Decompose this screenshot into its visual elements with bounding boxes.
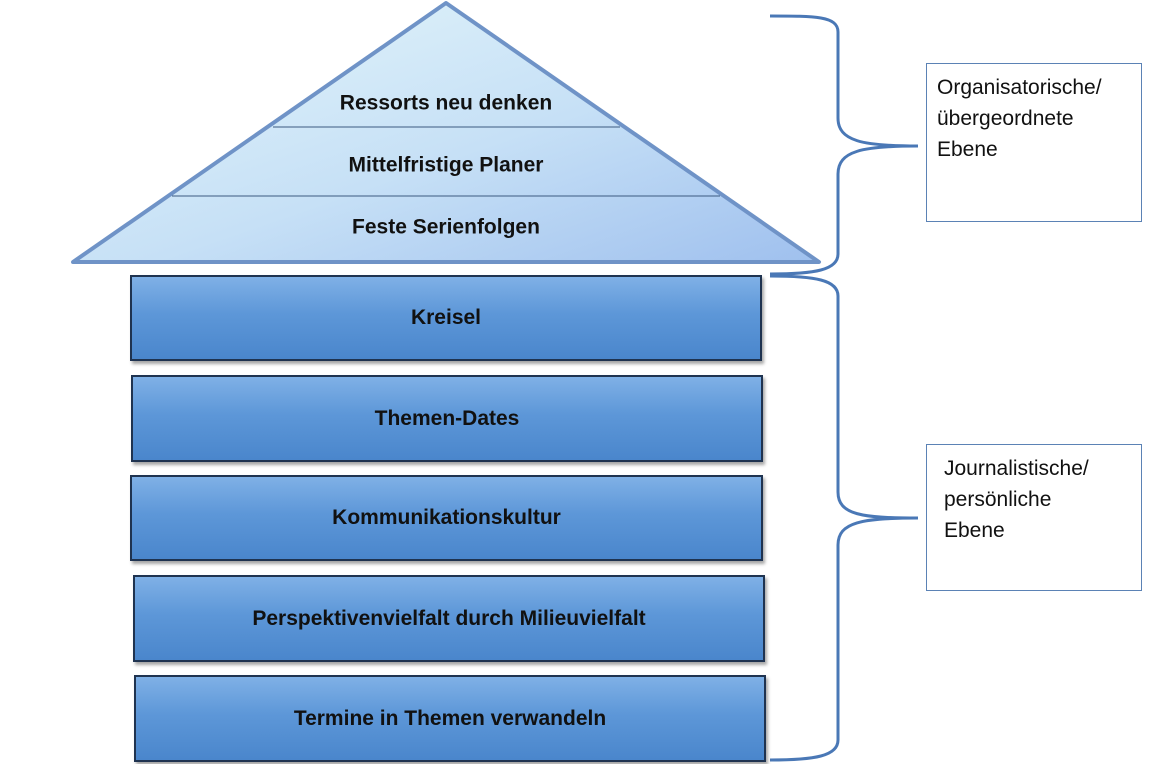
block-perspektivenvielfalt: Perspektivenvielfalt durch Milieuvielfal… [133,575,765,662]
group-label-line: persönliche [944,488,1052,511]
roof-level-2: Mittelfristige Planer [349,154,544,177]
block-label: Termine in Themen verwandeln [293,706,607,730]
group-label-line: übergeordnete [937,107,1074,130]
block-kreisel: Kreisel [130,275,762,361]
group-label-organisational: Organisatorische/ übergeordnete Ebene [926,63,1142,222]
group-label-line: Ebene [944,519,1005,542]
group-label-line: Ebene [937,138,998,161]
block-kommunikationskultur: Kommunikationskultur [130,475,763,561]
block-termine: Termine in Themen verwandeln [134,675,766,762]
bracket-journalistic [769,274,919,762]
group-label-line: Journalistische/ [944,457,1089,480]
roof-level-1: Ressorts neu denken [340,92,552,115]
group-label-journalistic: Journalistische/ persönliche Ebene [926,444,1142,591]
block-label: Themen-Dates [374,406,520,430]
block-label: Kreisel [410,306,482,329]
block-label: Kommunikationskultur [332,506,561,529]
block-themen-dates: Themen-Dates [131,375,763,462]
roof-level-3: Feste Serienfolgen [352,216,540,239]
roof-triangle [71,1,821,264]
bracket-organisational [769,14,919,276]
group-label-line: Organisatorische/ [937,76,1102,99]
block-label: Perspektivenvielfalt durch Milieuvielfal… [252,606,646,630]
